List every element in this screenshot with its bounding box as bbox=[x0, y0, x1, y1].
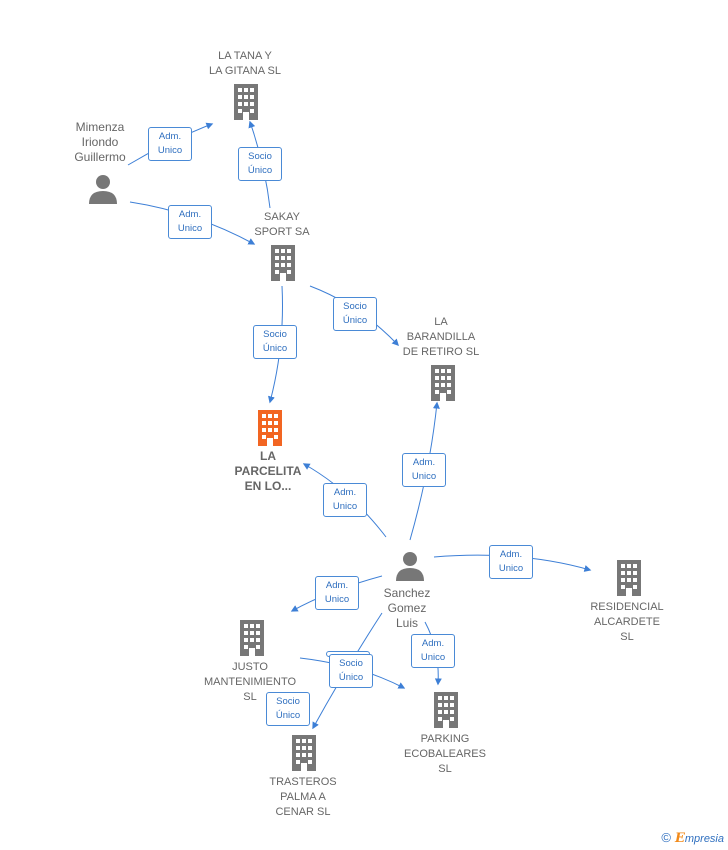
label-line: PALMA A bbox=[280, 791, 326, 803]
label-line: LA GITANA SL bbox=[209, 65, 281, 77]
role-badge-sanchez-residencial[interactable]: Adm. Unico bbox=[489, 545, 533, 579]
label-line: Guillermo bbox=[74, 150, 126, 164]
label-line: ECOBALEARES bbox=[404, 748, 486, 760]
role-line: Único bbox=[262, 343, 288, 354]
role-line: Socio bbox=[248, 151, 272, 162]
company-label-la-parcelita[interactable]: LA PARCELITA EN LO... bbox=[235, 449, 302, 494]
role-line: Adm. bbox=[325, 580, 349, 591]
role-line: Adm. bbox=[333, 487, 357, 498]
brand-logo-text: mpresia bbox=[684, 833, 724, 845]
copyright-symbol: © bbox=[661, 830, 671, 845]
label-line: RESIDENCIAL bbox=[590, 601, 664, 613]
role-line: Adm. bbox=[412, 457, 436, 468]
role-badge-mimenza-sakay[interactable]: Adm. Unico bbox=[168, 205, 212, 239]
company-label-residencial[interactable]: RESIDENCIAL ALCARDETE SL bbox=[590, 600, 663, 645]
role-badge-sakay-barandilla[interactable]: Socio Único bbox=[333, 297, 377, 331]
label-line: Iriondo bbox=[81, 135, 119, 149]
role-line: Unico bbox=[498, 563, 524, 574]
company-label-la-barandilla[interactable]: LA BARANDILLA DE RETIRO SL bbox=[403, 315, 479, 360]
role-line: Unico bbox=[324, 594, 350, 605]
role-line: Único bbox=[342, 315, 368, 326]
building-icon[interactable] bbox=[431, 692, 461, 728]
role-line: Único bbox=[275, 710, 301, 721]
role-badge-sanchez-parking[interactable]: Adm. Unico bbox=[411, 634, 455, 668]
company-label-parking[interactable]: PARKING ECOBALEARES SL bbox=[404, 732, 486, 777]
role-line: Adm. bbox=[499, 549, 523, 560]
label-line: LA bbox=[434, 316, 448, 328]
label-line: PARKING bbox=[420, 733, 470, 745]
label-line: CENAR SL bbox=[275, 806, 331, 818]
role-badge-sanchez-barandilla[interactable]: Adm. Unico bbox=[402, 453, 446, 487]
role-line: Único bbox=[247, 165, 273, 176]
label-line: PARCELITA bbox=[234, 464, 302, 478]
building-icon[interactable] bbox=[268, 245, 298, 281]
label-line: SL bbox=[438, 763, 452, 775]
person-label-sanchez[interactable]: Sanchez Gomez Luis bbox=[384, 586, 431, 631]
role-line: Unico bbox=[332, 501, 358, 512]
brand-logo-initial: E bbox=[674, 831, 685, 846]
label-line: TRASTEROS bbox=[269, 776, 337, 788]
role-line: Unico bbox=[157, 145, 183, 156]
brand-footer[interactable]: ©Empresia bbox=[661, 830, 724, 846]
role-badge-sanchez-parcelita[interactable]: Adm. Unico bbox=[323, 483, 367, 517]
company-label-justo[interactable]: JUSTO MANTENIMIENTO SL bbox=[204, 660, 296, 705]
label-line: SL bbox=[243, 691, 257, 703]
building-icon-focus[interactable] bbox=[255, 410, 285, 446]
role-line: Adm. bbox=[421, 638, 445, 649]
company-label-la-tana[interactable]: LA TANA Y LA GITANA SL bbox=[209, 49, 281, 79]
label-line: Mimenza bbox=[75, 120, 125, 134]
role-line: Único bbox=[338, 672, 364, 683]
role-line: Unico bbox=[420, 652, 446, 663]
building-icon[interactable] bbox=[237, 620, 267, 656]
role-badge-sakay-parcelita[interactable]: Socio Único bbox=[253, 325, 297, 359]
role-line: Socio bbox=[263, 329, 287, 340]
role-badge-sanchez-trasteros[interactable]: Socio Único bbox=[266, 692, 310, 726]
role-line: Socio bbox=[339, 658, 363, 669]
label-line: SAKAY bbox=[264, 211, 300, 223]
label-line: ALCARDETE bbox=[593, 616, 661, 628]
role-badge-sakay-latana[interactable]: Socio Único bbox=[238, 147, 282, 181]
role-badge-mimenza-latana[interactable]: Adm. Unico bbox=[148, 127, 192, 161]
role-line: Unico bbox=[177, 223, 203, 234]
label-line: LA TANA Y bbox=[218, 50, 272, 62]
role-line: Socio bbox=[276, 696, 300, 707]
label-line: EN LO... bbox=[244, 479, 292, 493]
label-line: BARANDILLA bbox=[406, 331, 476, 343]
company-label-trasteros[interactable]: TRASTEROS PALMA A CENAR SL bbox=[269, 775, 336, 820]
role-badge-sanchez-justo[interactable]: Adm. Unico bbox=[315, 576, 359, 610]
label-line: LA bbox=[259, 449, 276, 463]
label-line: SL bbox=[620, 631, 634, 643]
label-line: Gomez bbox=[387, 601, 427, 615]
building-icon[interactable] bbox=[231, 84, 261, 120]
building-icon[interactable] bbox=[428, 365, 458, 401]
label-line: SPORT SA bbox=[254, 226, 310, 238]
role-badge-justo-parking[interactable]: Socio Único bbox=[329, 654, 373, 688]
label-line: Luis bbox=[395, 616, 419, 630]
role-line: Adm. bbox=[158, 131, 182, 142]
role-line: Adm. bbox=[178, 209, 202, 220]
person-icon[interactable] bbox=[395, 551, 425, 581]
person-icon[interactable] bbox=[88, 174, 118, 204]
label-line: MANTENIMIENTO bbox=[203, 676, 297, 688]
label-line: Sanchez bbox=[383, 586, 431, 600]
building-icon[interactable] bbox=[614, 560, 644, 596]
company-label-sakay[interactable]: SAKAY SPORT SA bbox=[254, 210, 309, 240]
person-label-mimenza[interactable]: Mimenza Iriondo Guillermo bbox=[74, 120, 125, 165]
role-line: Unico bbox=[411, 471, 437, 482]
label-line: JUSTO bbox=[232, 661, 268, 673]
role-line: Socio bbox=[343, 301, 367, 312]
building-icon[interactable] bbox=[289, 735, 319, 771]
label-line: DE RETIRO SL bbox=[402, 346, 480, 358]
